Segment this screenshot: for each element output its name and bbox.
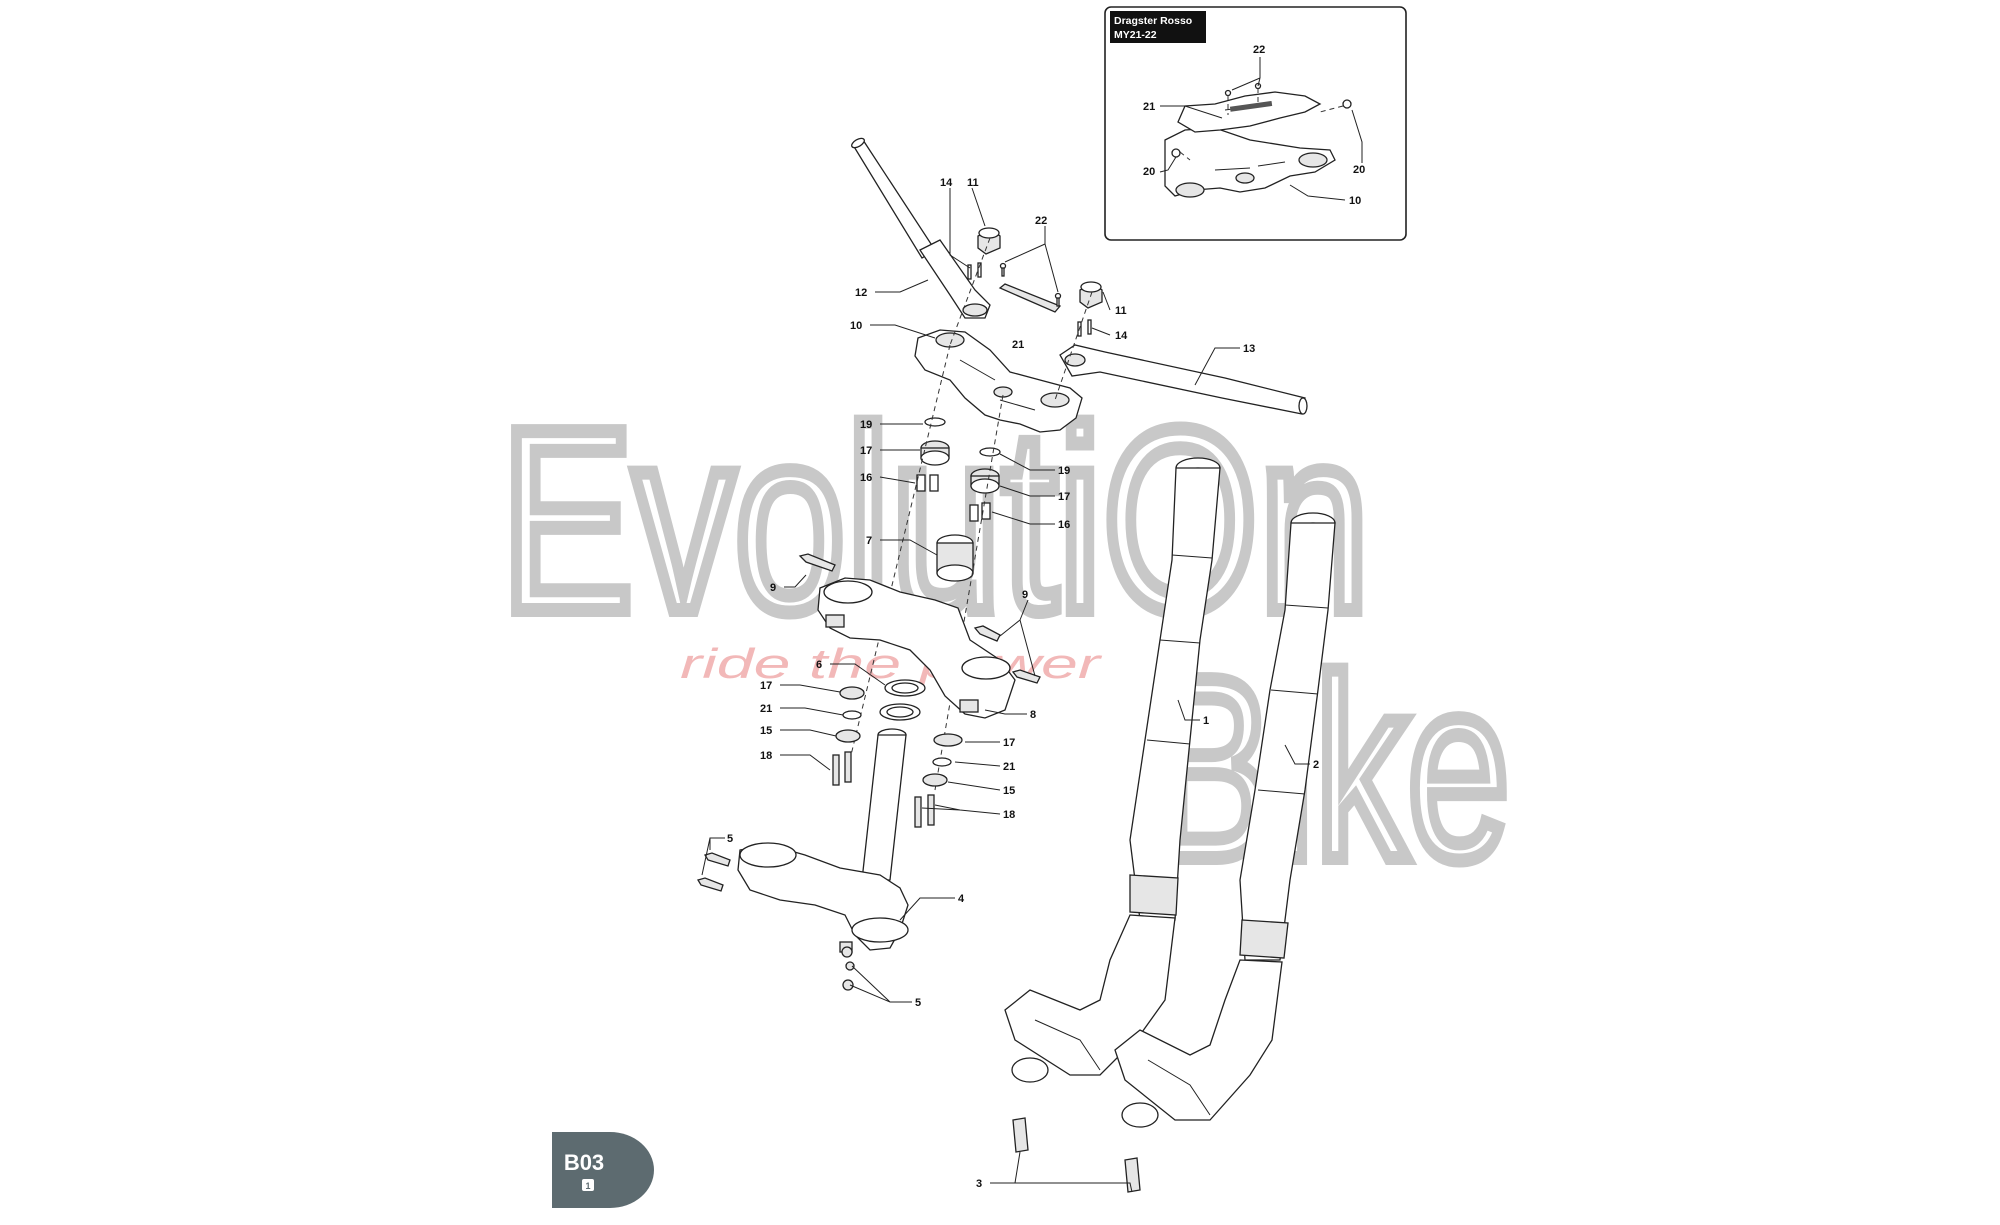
assembly-axis-lines [844, 237, 1093, 791]
inset-callout-22: 22 [1253, 44, 1265, 56]
callout-9-left: 9 [770, 582, 776, 594]
inset-top-bridge [1164, 127, 1336, 198]
callout-14-right: 14 [1115, 330, 1128, 342]
callout-21-lower-right: 21 [1003, 761, 1015, 773]
callout-10: 10 [850, 320, 862, 332]
inset-title-line1: Dragster Rosso [1114, 15, 1192, 27]
top-yoke [914, 329, 1083, 433]
axle-pinch-bolts [1012, 1117, 1141, 1193]
right-clip-on-handlebar [1059, 344, 1308, 415]
callout-4: 4 [958, 893, 965, 905]
inset-variant-box: Dragster Rosso MY21-22 22 21 [1104, 6, 1407, 241]
callout-18-lower-right: 18 [1003, 809, 1015, 821]
callout-16-left: 16 [860, 472, 872, 484]
callout-2: 2 [1313, 759, 1319, 771]
lower-clamp-stack-right [914, 733, 963, 828]
callout-18-lower-left: 18 [760, 750, 772, 762]
page-badge-code: B03 [564, 1150, 604, 1175]
callout-17-lower-right: 17 [1003, 737, 1015, 749]
stem-nuts [977, 227, 1103, 309]
callout-5-bottom: 5 [915, 997, 921, 1009]
inset-callouts: 22 21 20 20 10 [1143, 44, 1365, 207]
callout-19-left: 19 [860, 419, 872, 431]
fork-leg-1 [1004, 457, 1221, 1083]
callout-7: 7 [866, 535, 872, 547]
callout-21-top: 21 [1012, 339, 1024, 351]
inset-callout-10: 10 [1349, 195, 1361, 207]
callout-15-lower-left: 15 [760, 725, 772, 737]
callout-21-lower-left: 21 [760, 703, 772, 715]
page-badge-sheet: 1 [585, 1181, 590, 1191]
sheet-number-box [582, 1179, 594, 1191]
watermark-line2: Bike [1150, 624, 1510, 914]
lower-seal-rings [879, 679, 926, 721]
cover-screws [999, 262, 1062, 307]
inset-callout-20a: 20 [1143, 166, 1155, 178]
callout-11-right: 11 [1115, 305, 1127, 317]
upper-bearing-stack-left [916, 417, 950, 492]
inset-title-bg [1110, 11, 1206, 43]
inset-callout-20b: 20 [1353, 164, 1365, 176]
callout-17-lower-left: 17 [760, 680, 772, 692]
callout-11-top: 11 [967, 177, 979, 189]
callout-17-right: 17 [1058, 491, 1070, 503]
callout-labels: 14 11 22 12 11 14 10 13 21 19 17 19 16 1… [701, 177, 1319, 1193]
inset-callout-21: 21 [1143, 101, 1155, 113]
inset-title-line2: MY21-22 [1114, 29, 1157, 41]
watermark-tagline: ride the power [680, 640, 1103, 687]
page-badge: B03 1 [552, 1132, 654, 1208]
callout-17-left: 17 [860, 445, 872, 457]
top-cover-plate [998, 283, 1062, 313]
callout-16-right: 16 [1058, 519, 1070, 531]
callout-13: 13 [1243, 343, 1255, 355]
lower-clamp-stack-left [832, 686, 865, 786]
middle-yoke [817, 577, 1016, 719]
upper-bearing-stack-right [969, 447, 1001, 522]
callout-14-top: 14 [940, 177, 953, 189]
callout-6: 6 [816, 659, 822, 671]
callout-22: 22 [1035, 215, 1047, 227]
bottom-yoke-bolts [697, 852, 855, 991]
callout-19-right: 19 [1058, 465, 1070, 477]
callout-9-right: 9 [1022, 589, 1028, 601]
steering-bearing-sleeve [936, 534, 974, 582]
callout-5-top: 5 [727, 833, 733, 845]
inset-cover-plate [1177, 91, 1322, 133]
left-clip-on-handlebar [851, 137, 991, 319]
middle-yoke-bolts [798, 553, 1041, 684]
bottom-yoke-steering-stem [737, 728, 909, 953]
fork-leg-2 [1114, 512, 1336, 1128]
callout-1: 1 [1203, 715, 1209, 727]
callout-3: 3 [976, 1178, 982, 1190]
callout-12: 12 [855, 287, 867, 299]
callout-8: 8 [1030, 709, 1036, 721]
callout-15-lower-right: 15 [1003, 785, 1015, 797]
